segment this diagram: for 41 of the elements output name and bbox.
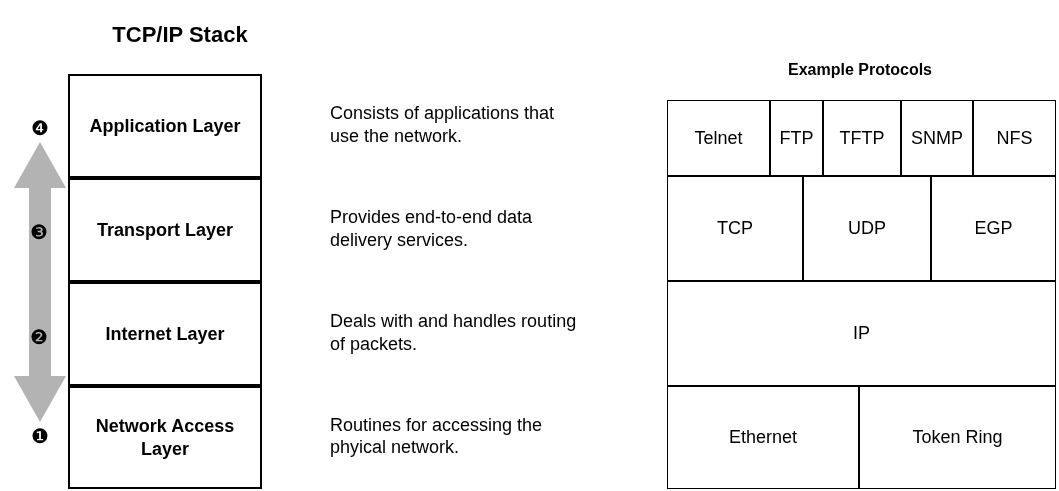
protocol-cell xyxy=(667,281,1056,386)
layer-description: Provides end-to-end data delivery services. xyxy=(330,206,534,251)
layer-name: Network Access Layer xyxy=(94,415,236,460)
protocol-name: FTP xyxy=(779,126,814,150)
protocol-cell xyxy=(859,386,1056,489)
protocol-name: TCP xyxy=(717,217,753,240)
layer-box xyxy=(68,74,262,178)
protocol-cell xyxy=(667,100,770,176)
double-block-arrow xyxy=(14,142,66,422)
protocol-cell xyxy=(973,100,1056,176)
step-number: ❶ xyxy=(28,424,52,448)
layer-box xyxy=(68,178,262,282)
layer-description: Consists of applications that use the network. xyxy=(330,102,556,147)
layer-box xyxy=(68,282,262,386)
diagram-title: TCP/IP Stack xyxy=(111,21,249,49)
layer-box xyxy=(68,386,262,489)
protocol-cell xyxy=(667,176,803,281)
protocol-cell xyxy=(823,100,901,176)
protocol-name: UDP xyxy=(848,217,886,240)
step-number: ❸ xyxy=(30,222,48,242)
layer-description: Deals with and handles routing of packets. xyxy=(330,310,578,355)
protocol-cell xyxy=(770,100,823,176)
layer-name: Transport Layer xyxy=(96,218,233,242)
layer-name: Application Layer xyxy=(89,114,241,138)
protocol-cell xyxy=(667,386,859,489)
protocol-name: Token Ring xyxy=(912,426,1003,449)
protocol-cell xyxy=(803,176,931,281)
column-heading: Example Protocols xyxy=(786,60,933,80)
protocol-cell xyxy=(931,176,1056,281)
protocol-name: NFS xyxy=(996,126,1033,150)
step-number: ❹ xyxy=(28,116,52,140)
protocol-name: Telnet xyxy=(694,126,743,150)
protocol-name: SNMP xyxy=(911,126,963,150)
protocol-name: Ethernet xyxy=(728,426,797,449)
layer-name: Internet Layer xyxy=(105,322,225,346)
protocol-cell xyxy=(901,100,973,176)
layer-description: Routines for accessing the phyical network. xyxy=(330,413,544,459)
step-number: ❷ xyxy=(30,327,48,347)
protocol-name: TFTP xyxy=(839,126,885,150)
protocol-name: IP xyxy=(853,322,870,345)
protocol-name: EGP xyxy=(974,217,1013,240)
